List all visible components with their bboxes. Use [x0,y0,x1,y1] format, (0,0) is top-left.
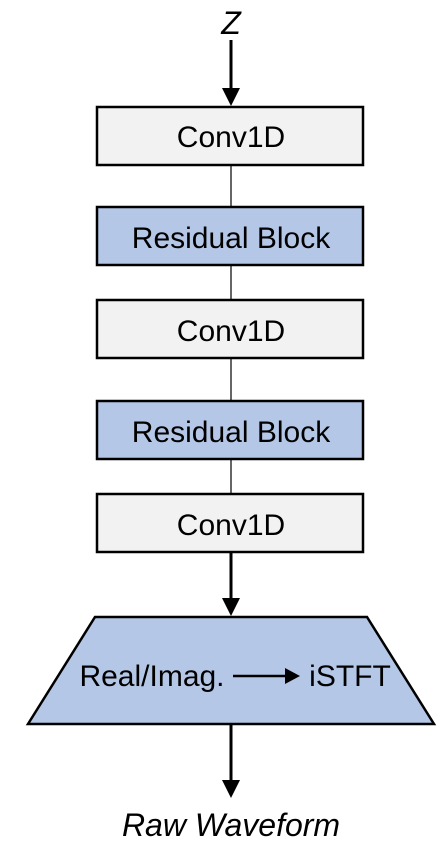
conv1d-label: Conv1D [177,315,285,348]
conv1d-label: Conv1D [177,509,285,542]
residual-block-1: Residual Block [95,205,365,267]
output-label: Raw Waveform [122,807,340,843]
residual-block-label: Residual Block [132,416,331,449]
arrowhead-to-istft [222,598,240,616]
residual-block-label: Residual Block [132,222,331,255]
istft-label: iSTFT [309,660,391,693]
real-imag-to-istft-arrowhead [285,668,300,684]
arrowhead-input [222,88,240,106]
istft-trapezoid: Real/Imag. iSTFT [25,615,437,726]
input-label: Z [220,5,242,41]
conv1d-block-3: Conv1D [95,492,365,554]
conv1d-label: Conv1D [177,121,285,154]
residual-block-2: Residual Block [95,399,365,461]
conv1d-block-1: Conv1D [95,105,365,167]
arrowhead-output [222,780,240,798]
conv1d-block-2: Conv1D [95,298,365,360]
real-imag-label: Real/Imag. [79,660,224,693]
